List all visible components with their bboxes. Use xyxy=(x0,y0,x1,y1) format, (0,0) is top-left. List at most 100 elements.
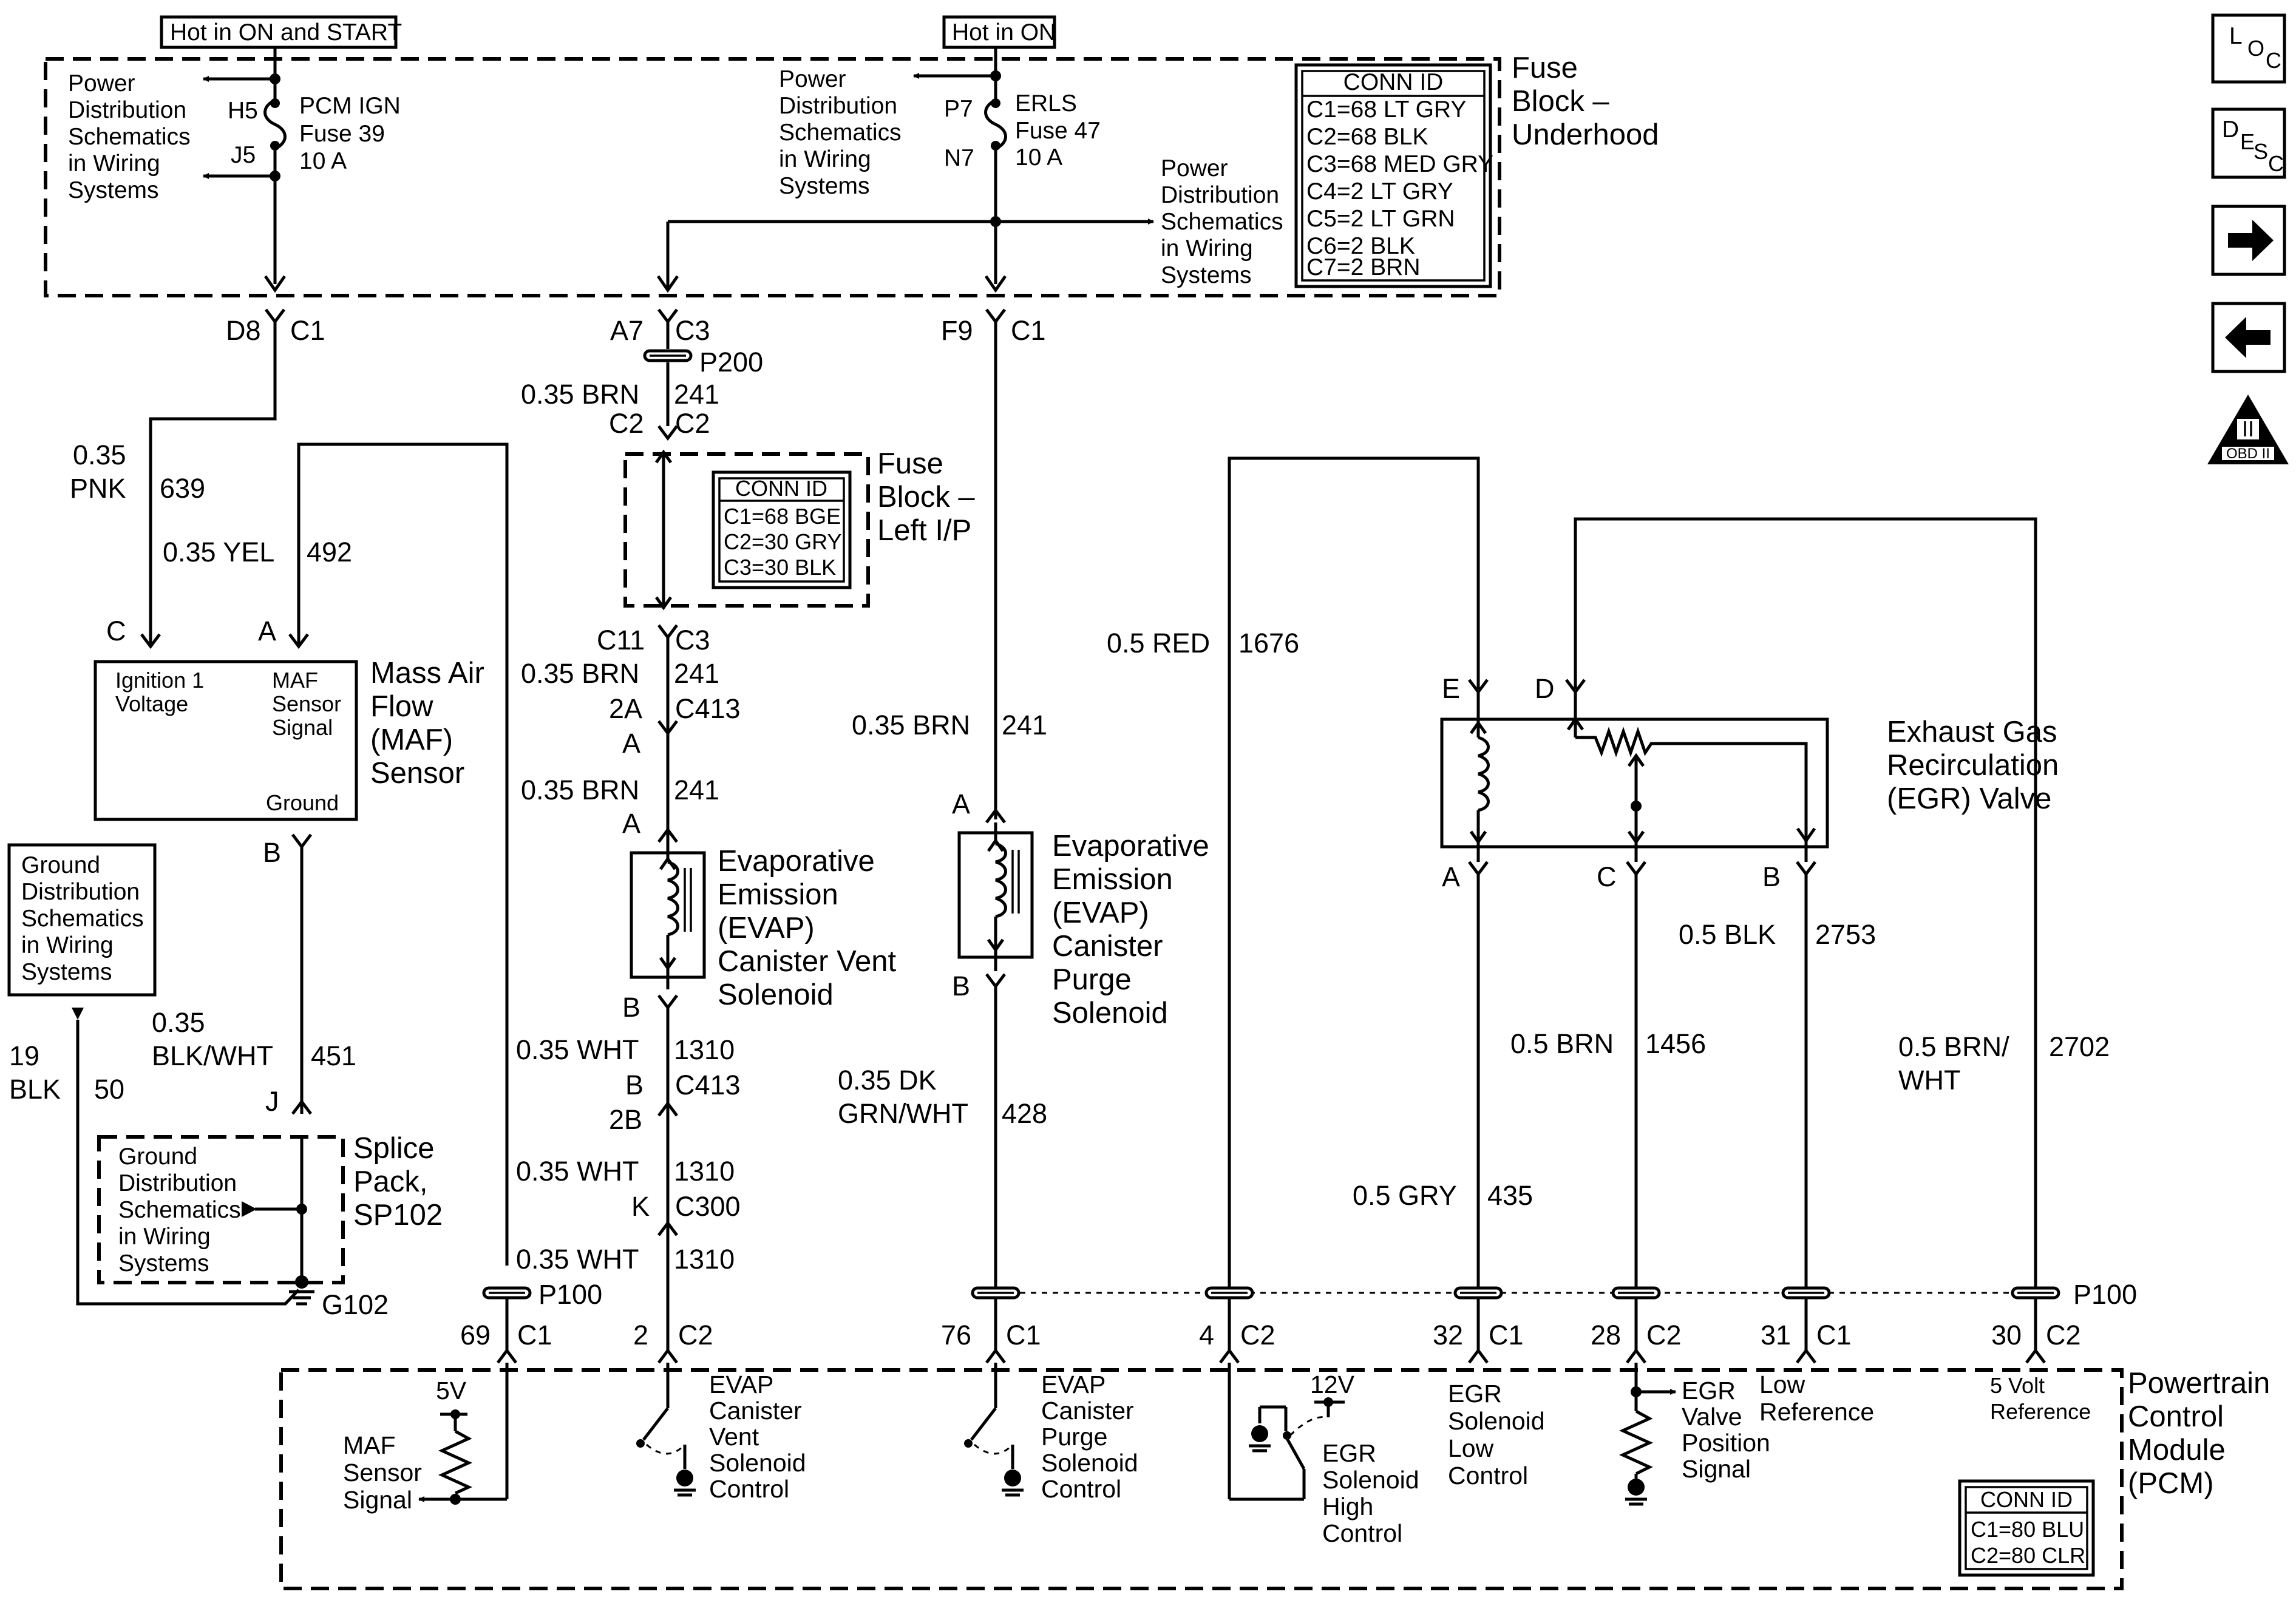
svg-text:Mass Air: Mass Air xyxy=(370,657,484,690)
svg-text:F9: F9 xyxy=(941,315,973,346)
svg-text:Hot in ON: Hot in ON xyxy=(952,19,1056,46)
svg-text:High: High xyxy=(1322,1493,1373,1520)
svg-text:2702: 2702 xyxy=(2049,1031,2110,1062)
pcm-maf-signal-circuit: 5V MAF Sensor Signal xyxy=(343,1363,509,1514)
svg-text:Powertrain: Powertrain xyxy=(2128,1367,2270,1400)
svg-text:0.35 BRN: 0.35 BRN xyxy=(521,379,639,410)
wire-1676-red: 0.5 RED 1676 E xyxy=(1107,456,1489,1335)
svg-text:Schematics: Schematics xyxy=(779,120,902,146)
svg-text:Distribution: Distribution xyxy=(1161,182,1279,208)
svg-text:EGR: EGR xyxy=(1448,1380,1502,1408)
svg-text:N7: N7 xyxy=(944,145,974,171)
svg-text:P100: P100 xyxy=(2073,1279,2137,1310)
svg-text:Hot in ON and START: Hot in ON and START xyxy=(170,19,402,46)
svg-text:C1=68 BGE: C1=68 BGE xyxy=(724,504,841,529)
svg-text:Power: Power xyxy=(779,66,846,92)
svg-text:(PCM): (PCM) xyxy=(2128,1467,2214,1500)
svg-text:in Wiring: in Wiring xyxy=(118,1224,211,1250)
svg-text:Schematics: Schematics xyxy=(1161,209,1283,235)
svg-text:Pack,: Pack, xyxy=(353,1165,428,1198)
svg-text:in Wiring: in Wiring xyxy=(779,146,871,172)
next-page-button[interactable] xyxy=(2211,205,2286,276)
svg-text:B: B xyxy=(263,837,281,868)
svg-text:OBD II: OBD II xyxy=(2226,446,2270,462)
pcm-ign-fuse-39: H5 J5 PCM IGN Fuse 39 10 A xyxy=(203,61,401,293)
obd-ii-button[interactable]: II OBD II xyxy=(2207,395,2289,464)
svg-text:1676: 1676 xyxy=(1238,628,1299,659)
svg-text:Block –: Block – xyxy=(1512,85,1609,118)
svg-text:Power: Power xyxy=(1161,155,1228,181)
svg-text:C3=68 MED GRY: C3=68 MED GRY xyxy=(1306,151,1493,177)
svg-text:P200: P200 xyxy=(699,347,763,378)
svg-text:0.35 BRN: 0.35 BRN xyxy=(852,710,970,741)
svg-text:5 Volt: 5 Volt xyxy=(1990,1373,2045,1398)
svg-text:C1=68 LT GRY: C1=68 LT GRY xyxy=(1306,97,1466,123)
underhood-fuse-block-outline xyxy=(44,57,1501,297)
power-distribution-ref-middle: Power Distribution Schematics in Wiring … xyxy=(779,66,902,199)
svg-text:Evaporative: Evaporative xyxy=(1052,830,1209,863)
svg-text:Low: Low xyxy=(1448,1434,1494,1462)
svg-text:Fuse 47: Fuse 47 xyxy=(1015,118,1101,144)
svg-text:69: 69 xyxy=(460,1320,491,1351)
svg-text:C: C xyxy=(2268,151,2284,176)
wire-1310-wht: B 0.35 WHT 1310 B C413 2B 0.35 WHT 1310 … xyxy=(516,992,741,1335)
svg-text:Module: Module xyxy=(2128,1434,2226,1466)
svg-text:492: 492 xyxy=(307,537,352,568)
loc-button[interactable]: L O C xyxy=(2211,13,2286,84)
svg-text:Solenoid: Solenoid xyxy=(1448,1407,1545,1435)
svg-text:G102: G102 xyxy=(322,1289,389,1320)
svg-text:0.5 BRN: 0.5 BRN xyxy=(1510,1028,1614,1059)
svg-text:A: A xyxy=(1442,861,1460,892)
underhood-conn-id-table: CONN ID C1=68 LT GRY C2=68 BLK C3=68 MED… xyxy=(1294,63,1493,288)
maf-pin-a: A xyxy=(258,615,276,646)
svg-text:Sensor: Sensor xyxy=(370,757,464,790)
svg-text:Fuse: Fuse xyxy=(877,447,943,480)
svg-text:451: 451 xyxy=(311,1040,356,1071)
svg-text:C2: C2 xyxy=(609,408,644,439)
svg-text:Signal: Signal xyxy=(1682,1455,1751,1483)
hot-in-on-label: Hot in ON xyxy=(942,15,1056,49)
evap-canister-purge-solenoid: Evaporative Emission (EVAP) Canister Pur… xyxy=(957,822,1209,1029)
svg-text:A: A xyxy=(622,728,640,759)
svg-text:2B: 2B xyxy=(609,1104,642,1135)
svg-text:0.5 BRN/: 0.5 BRN/ xyxy=(1898,1031,2009,1062)
svg-text:B: B xyxy=(1762,861,1781,892)
svg-text:Underhood: Underhood xyxy=(1512,118,1659,151)
previous-page-button[interactable] xyxy=(2211,302,2286,373)
arrow-left-icon xyxy=(2225,317,2271,358)
pcm-conn-id-table: CONN ID C1=80 BLU C2=80 CLR xyxy=(1958,1479,2095,1577)
svg-text:C3=30 BLK: C3=30 BLK xyxy=(724,555,836,580)
svg-text:E: E xyxy=(2240,129,2255,154)
svg-text:4: 4 xyxy=(1199,1320,1214,1351)
svg-text:GRN/WHT: GRN/WHT xyxy=(838,1098,968,1129)
wire-639-pnk: 0.35 PNK 639 xyxy=(70,322,277,649)
svg-text:1310: 1310 xyxy=(674,1034,735,1065)
svg-text:Canister: Canister xyxy=(1041,1397,1134,1425)
wire-1456-brn: C 0.5 BRN 1456 xyxy=(1510,861,1706,1335)
svg-text:5V: 5V xyxy=(436,1377,467,1405)
svg-text:H5: H5 xyxy=(228,98,258,124)
pcm-low-reference-label: Low Reference xyxy=(1759,1371,1874,1426)
underhood-fuse-block-title: Fuse Block – Underhood xyxy=(1512,52,1659,151)
svg-text:31: 31 xyxy=(1761,1320,1791,1351)
svg-text:76: 76 xyxy=(941,1320,971,1351)
svg-text:Control: Control xyxy=(1448,1462,1528,1490)
svg-text:C1: C1 xyxy=(517,1320,552,1351)
desc-button[interactable]: D E S C xyxy=(2211,107,2286,179)
svg-text:0.35 BRN: 0.35 BRN xyxy=(521,775,639,805)
fuse-block-output-connectors: D8 C1 A7 C3 F9 C1 xyxy=(226,308,1046,346)
svg-text:0.5 RED: 0.5 RED xyxy=(1107,628,1210,659)
svg-text:J5: J5 xyxy=(231,142,256,168)
svg-text:C413: C413 xyxy=(675,1070,741,1100)
svg-text:A: A xyxy=(622,808,640,839)
svg-text:Valve: Valve xyxy=(1682,1403,1742,1431)
svg-text:Distribution: Distribution xyxy=(779,93,897,119)
svg-text:Evaporative: Evaporative xyxy=(718,845,875,878)
svg-text:Reference: Reference xyxy=(1990,1399,2091,1424)
svg-text:BLK/WHT: BLK/WHT xyxy=(152,1040,273,1071)
svg-text:PCM IGN: PCM IGN xyxy=(299,93,401,119)
svg-text:II: II xyxy=(2242,416,2254,441)
svg-text:D8: D8 xyxy=(226,315,261,346)
svg-text:Emission: Emission xyxy=(718,878,838,911)
svg-text:E: E xyxy=(1442,673,1460,704)
